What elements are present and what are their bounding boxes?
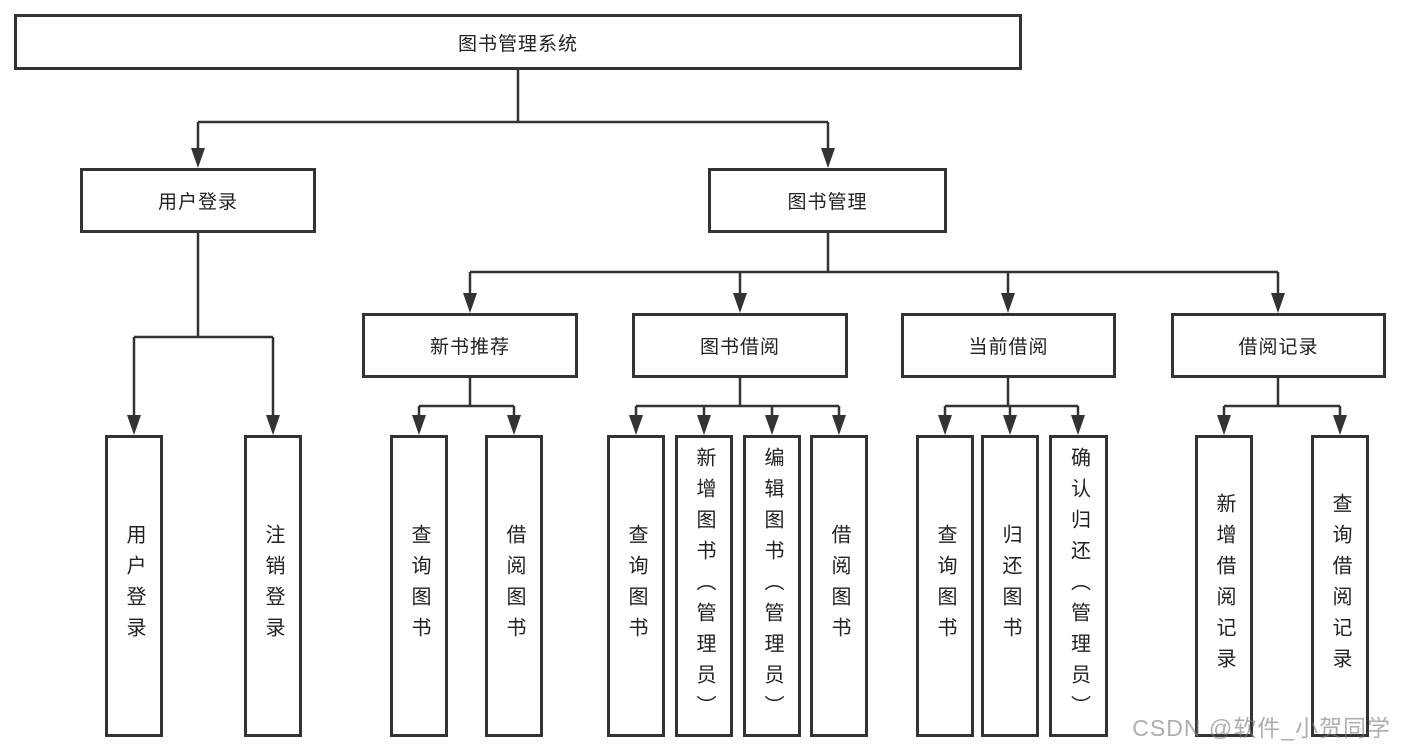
leaf-return-books: 归还图书 — [981, 435, 1039, 737]
node-borrowing-records-label: 借阅记录 — [1238, 337, 1319, 358]
node-book-borrowing: 图书借阅 — [632, 313, 848, 378]
leaf-borrow-books-label: 借阅图书 — [828, 524, 850, 648]
leaf-add-borrow-record: 新增借阅记录 — [1195, 435, 1253, 737]
leaf-borrow-books: 借阅图书 — [810, 435, 868, 737]
leaf-query-borrow-record-label: 查询借阅记录 — [1329, 493, 1351, 679]
leaf-recommend-borrow-books-label: 借阅图书 — [503, 524, 525, 648]
leaf-logout: 注销登录 — [244, 435, 302, 737]
leaf-recommend-query-books-label: 查询图书 — [408, 524, 430, 648]
node-user-login-label: 用户登录 — [157, 192, 238, 213]
node-current-borrowing-label: 当前借阅 — [968, 337, 1049, 358]
node-borrowing-records: 借阅记录 — [1171, 313, 1386, 378]
node-user-login: 用户登录 — [80, 168, 316, 233]
leaf-borrowing-query-books: 查询图书 — [607, 435, 665, 737]
leaf-query-borrow-record: 查询借阅记录 — [1311, 435, 1369, 737]
node-book-management: 图书管理 — [708, 168, 947, 233]
node-root: 图书管理系统 — [14, 14, 1022, 70]
leaf-current-query-books: 查询图书 — [916, 435, 974, 737]
leaf-user-login-label: 用户登录 — [123, 524, 145, 648]
leaf-add-books-admin-label: 新增图书（管理员） — [693, 446, 715, 726]
tree-edges — [132, 70, 1342, 419]
leaf-recommend-query-books: 查询图书 — [390, 435, 448, 737]
node-new-book-recommend-label: 新书推荐 — [429, 337, 510, 358]
node-book-borrowing-label: 图书借阅 — [699, 337, 780, 358]
node-current-borrowing: 当前借阅 — [901, 313, 1116, 378]
leaf-edit-books-admin-label: 编辑图书（管理员） — [761, 446, 783, 726]
leaf-borrowing-query-books-label: 查询图书 — [625, 524, 647, 648]
leaf-add-borrow-record-label: 新增借阅记录 — [1213, 493, 1235, 679]
leaf-confirm-return-admin-label: 确认归还（管理员） — [1067, 446, 1090, 726]
leaf-confirm-return-admin: 确认归还（管理员） — [1049, 435, 1108, 737]
node-new-book-recommend: 新书推荐 — [362, 313, 578, 378]
leaf-return-books-label: 归还图书 — [999, 524, 1021, 648]
leaf-edit-books-admin: 编辑图书（管理员） — [743, 435, 801, 737]
leaf-add-books-admin: 新增图书（管理员） — [675, 435, 733, 737]
leaf-recommend-borrow-books: 借阅图书 — [485, 435, 543, 737]
leaf-logout-label: 注销登录 — [262, 524, 284, 648]
node-root-label: 图书管理系统 — [457, 33, 578, 55]
arrowhead-icons — [127, 148, 1347, 435]
leaf-current-query-books-label: 查询图书 — [934, 524, 956, 648]
leaf-user-login: 用户登录 — [105, 435, 163, 737]
node-book-management-label: 图书管理 — [787, 192, 868, 213]
